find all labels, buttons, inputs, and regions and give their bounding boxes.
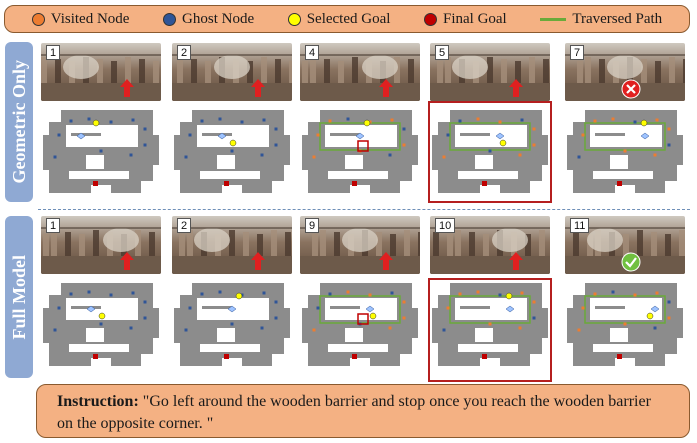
topdown-map: [174, 283, 290, 366]
legend-item-final: Final Goal: [423, 10, 507, 28]
map-view: [300, 105, 420, 200]
panorama-view: 4: [300, 43, 420, 101]
topdown-map: [302, 283, 418, 366]
panorama-view: 1: [41, 43, 161, 101]
map-view: [41, 278, 161, 373]
topdown-map: [567, 283, 683, 366]
direction-arrow-icon: [251, 252, 265, 270]
panorama-view: 2: [172, 216, 292, 274]
legend-label: Traversed Path: [572, 10, 663, 27]
panorama-view: 9: [300, 216, 420, 274]
topdown-map: [302, 110, 418, 193]
direction-arrow-icon: [379, 252, 393, 270]
step-number: 10: [435, 218, 456, 233]
topdown-map: [43, 283, 159, 366]
map-view: [430, 278, 550, 373]
row-label-geometric: Geometric Only: [5, 42, 33, 202]
visited-node-swatch: [31, 12, 45, 26]
row-label-text: Full Model: [8, 254, 29, 340]
direction-arrow-icon: [509, 252, 523, 270]
panorama-view: 1: [41, 216, 161, 274]
panorama-image: [300, 43, 420, 101]
map-view: [41, 105, 161, 200]
selected-goal-swatch: [287, 12, 301, 26]
legend-label: Visited Node: [50, 10, 130, 27]
map-view: [300, 278, 420, 373]
panorama-view: 7: [565, 43, 685, 101]
panorama-image: [172, 43, 292, 101]
legend-item-visited: Visited Node: [31, 10, 130, 28]
final-goal-swatch: [423, 12, 437, 26]
direction-arrow-icon: [379, 79, 393, 97]
row-label-text: Geometric Only: [8, 60, 29, 184]
panorama-image: [172, 216, 292, 274]
direction-arrow-icon: [120, 79, 134, 97]
panorama-image: [300, 216, 420, 274]
row-divider: [38, 209, 690, 210]
direction-arrow-icon: [251, 79, 265, 97]
panorama-image: [41, 216, 161, 274]
topdown-map: [567, 110, 683, 193]
step-number: 2: [177, 218, 192, 233]
legend-item-path: Traversed Path: [540, 11, 662, 28]
panorama-view: 5: [430, 43, 550, 101]
topdown-map: [432, 110, 548, 193]
step-number: 9: [305, 218, 320, 233]
row-label-full: Full Model: [5, 216, 33, 378]
step-number: 11: [570, 218, 590, 233]
step-number: 1: [46, 45, 61, 60]
ghost-node-swatch: [163, 12, 177, 26]
map-view: [172, 105, 292, 200]
legend-label: Selected Goal: [306, 10, 391, 27]
step-number: 5: [435, 45, 450, 60]
topdown-map: [43, 110, 159, 193]
map-view: [172, 278, 292, 373]
legend-label: Ghost Node: [182, 10, 255, 27]
panorama-image: [430, 216, 550, 274]
map-view: [430, 105, 550, 200]
map-view: [565, 278, 685, 373]
legend: Visited Node Ghost Node Selected Goal Fi…: [4, 5, 690, 33]
instruction-text: "Go left around the wooden barrier and s…: [57, 393, 651, 432]
fail-x-icon: [621, 79, 641, 99]
instruction-label: Instruction:: [57, 393, 139, 410]
step-number: 2: [177, 45, 192, 60]
step-number: 7: [570, 45, 585, 60]
panorama-image: [41, 43, 161, 101]
direction-arrow-icon: [120, 252, 134, 270]
step-number: 4: [305, 45, 320, 60]
success-check-icon: [621, 252, 641, 272]
panorama-image: [430, 43, 550, 101]
panorama-view: 10: [430, 216, 550, 274]
map-view: [565, 105, 685, 200]
legend-label: Final Goal: [442, 10, 507, 27]
panorama-view: 11: [565, 216, 685, 274]
legend-item-ghost: Ghost Node: [163, 11, 254, 28]
instruction-box: Instruction: "Go left around the wooden …: [36, 384, 690, 438]
legend-item-selected: Selected Goal: [287, 10, 391, 28]
panorama-view: 2: [172, 43, 292, 101]
traversed-path-swatch: [540, 17, 567, 21]
direction-arrow-icon: [509, 79, 523, 97]
topdown-map: [174, 110, 290, 193]
step-number: 1: [46, 218, 61, 233]
topdown-map: [432, 283, 548, 366]
